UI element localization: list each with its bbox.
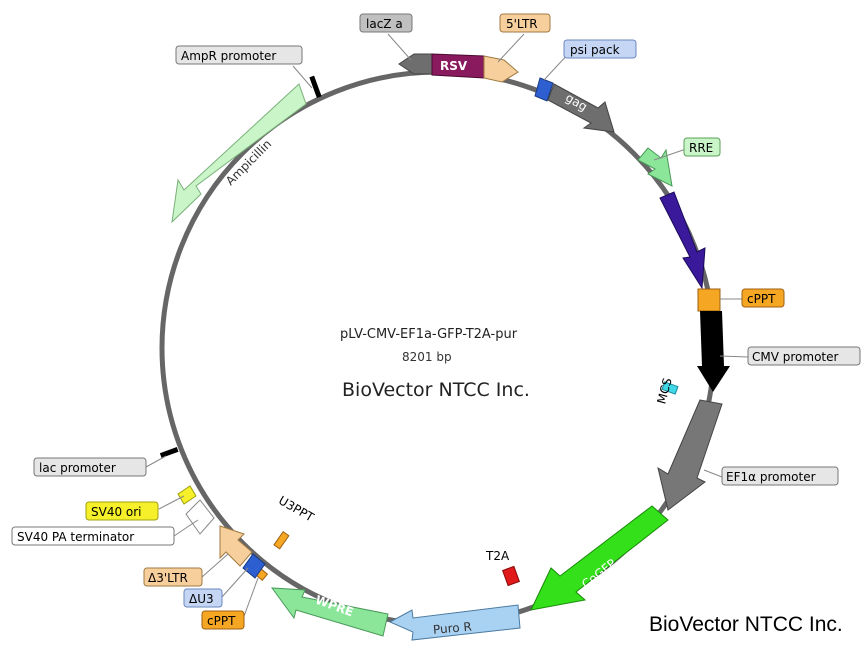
label-cPPT-top: cPPT bbox=[741, 288, 785, 308]
plasmid-name: pLV-CMV-EF1a-GFP-T2A-pur bbox=[340, 327, 518, 342]
label-SV40-ori: SV40 ori bbox=[85, 501, 159, 521]
svg-text:CMV promoter: CMV promoter bbox=[752, 350, 839, 364]
feature-CMV-promoter[interactable] bbox=[697, 311, 730, 392]
feature-d3-LTR[interactable] bbox=[219, 525, 253, 567]
svg-text:lac promoter: lac promoter bbox=[39, 461, 116, 475]
label-cPPT-bottom: cPPT bbox=[201, 610, 245, 630]
label-RRE: RRE bbox=[683, 137, 721, 157]
svg-text:cPPT: cPPT bbox=[747, 292, 776, 306]
feature-lac-promoter[interactable] bbox=[159, 447, 179, 458]
center-brand: BioVector NTCC Inc. bbox=[342, 379, 530, 401]
feature-Ampicillin[interactable]: Ampicillin bbox=[171, 83, 307, 224]
feature-U3PPT[interactable] bbox=[273, 531, 290, 550]
svg-text:cPPT: cPPT bbox=[207, 614, 236, 628]
svg-text:lacZ a: lacZ a bbox=[366, 17, 403, 31]
feature-cPPT-top[interactable] bbox=[697, 288, 721, 312]
feature-SV40-PA-terminator[interactable] bbox=[185, 499, 215, 535]
feature-gag[interactable]: gag bbox=[547, 83, 615, 133]
feature-WPRE[interactable]: WPRE bbox=[270, 587, 389, 637]
svg-text:psi pack: psi pack bbox=[570, 43, 620, 57]
label-MCS: MCS bbox=[654, 376, 674, 405]
feature-SV40-ori[interactable] bbox=[177, 485, 197, 505]
feature-5-LTR[interactable] bbox=[483, 55, 519, 83]
svg-text:RRE: RRE bbox=[689, 141, 713, 155]
label-lacZ-a: lacZ a bbox=[359, 13, 413, 33]
label-dU3: ΔU3 bbox=[183, 588, 223, 608]
feature-dU3[interactable] bbox=[242, 553, 266, 579]
feature-Puro-R-label: Puro R bbox=[432, 620, 472, 637]
feature-T2A[interactable] bbox=[501, 565, 521, 587]
label-EF1a-promoter: EF1α promoter bbox=[721, 466, 839, 486]
svg-text:Δ3'LTR: Δ3'LTR bbox=[148, 571, 188, 585]
feature-EF1a-promoter[interactable] bbox=[657, 399, 723, 511]
svg-text:EF1α promoter: EF1α promoter bbox=[726, 470, 816, 484]
label-lac-promoter: lac promoter bbox=[33, 457, 147, 477]
feature-AmpR-promoter[interactable] bbox=[309, 75, 322, 99]
svg-text:SV40 ori: SV40 ori bbox=[91, 505, 142, 519]
label-AmpR-promoter: AmpR promoter bbox=[175, 45, 303, 65]
svg-text:5'LTR: 5'LTR bbox=[506, 17, 538, 31]
label-U3PPT: U3PPT bbox=[276, 493, 317, 525]
feature-CoGFP[interactable]: CoGFP bbox=[530, 505, 669, 611]
feature-psi-pack[interactable] bbox=[534, 77, 554, 102]
corner-brand: BioVector NTCC Inc. bbox=[649, 613, 843, 636]
svg-text:T2A: T2A bbox=[485, 549, 510, 563]
svg-text:SV40 PA terminator: SV40 PA terminator bbox=[17, 530, 134, 544]
label-5-LTR: 5'LTR bbox=[499, 13, 551, 33]
feature-lacZ-a[interactable] bbox=[398, 53, 433, 75]
svg-text:ΔU3: ΔU3 bbox=[189, 592, 214, 606]
feature-RSV-label: RSV bbox=[440, 59, 468, 73]
plasmid-size: 8201 bp bbox=[402, 350, 452, 364]
feature-Puro-R[interactable]: Puro R bbox=[388, 604, 521, 641]
svg-text:MCS: MCS bbox=[654, 376, 674, 405]
feature-MCS[interactable] bbox=[661, 381, 679, 395]
feature-RRE[interactable] bbox=[637, 147, 673, 187]
center-highlight-band bbox=[228, 322, 638, 354]
svg-text:U3PPT: U3PPT bbox=[276, 493, 317, 525]
feature-RSV[interactable]: RSV bbox=[431, 53, 485, 79]
label-T2A: T2A bbox=[485, 549, 510, 563]
svg-text:AmpR promoter: AmpR promoter bbox=[181, 49, 276, 63]
label-psi-pack: psi pack bbox=[563, 39, 637, 59]
label-CMV-promoter: CMV promoter bbox=[747, 346, 861, 366]
label-d3-LTR: Δ3'LTR bbox=[143, 567, 203, 587]
feature-Env[interactable]: Env bbox=[659, 191, 710, 290]
label-leader-lines bbox=[145, 33, 749, 620]
label-SV40-PA-terminator: SV40 PA terminator bbox=[11, 526, 175, 546]
